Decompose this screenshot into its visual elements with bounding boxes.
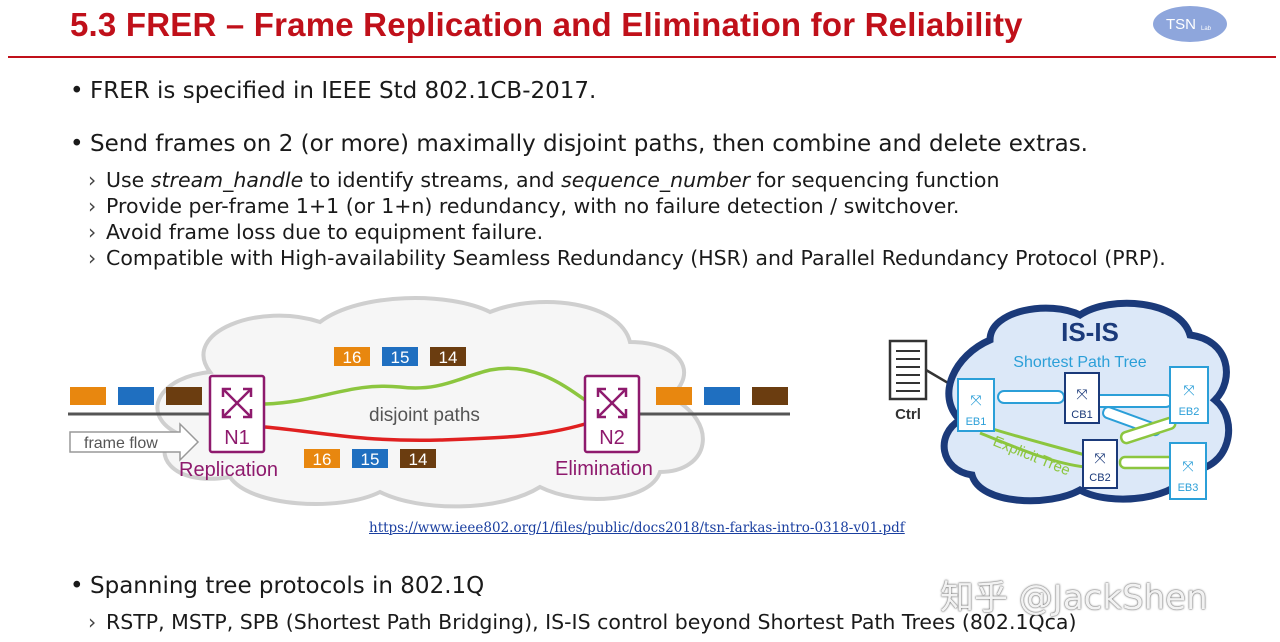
- svg-text:14: 14: [409, 450, 428, 469]
- frer-diagram: frame flow N1 N2 Replication Elimination…: [68, 296, 790, 509]
- svg-text:15: 15: [361, 450, 380, 469]
- elimination-label: Elimination: [555, 458, 653, 480]
- svg-text:CB1: CB1: [1071, 409, 1092, 421]
- spt-subtitle: Shortest Path Tree: [1013, 354, 1147, 371]
- ctrl-server-icon: [888, 339, 961, 401]
- chevron-right-icon: ›: [88, 168, 97, 192]
- frame-flow-arrow: [69, 422, 200, 462]
- switch-icon: [221, 387, 253, 419]
- green-path-frames: 16 15 14: [334, 347, 466, 367]
- title-divider: [8, 56, 1276, 58]
- svg-text:TSN: TSN: [1166, 16, 1196, 33]
- isis-title: IS-IS: [1061, 317, 1119, 347]
- bullet-spanning-tree: •Spanning tree protocols in 802.1Q: [70, 573, 485, 599]
- node-eb2: ⤧ EB2: [1169, 366, 1209, 424]
- svg-text:⤧: ⤧: [1094, 450, 1105, 466]
- svg-text:N1: N1: [224, 427, 250, 449]
- output-frame-orange: [656, 387, 692, 405]
- term-stream-handle: stream_handle: [150, 168, 304, 192]
- svg-text:EB2: EB2: [1179, 406, 1200, 418]
- chevron-right-icon: ›: [88, 610, 97, 634]
- source-link[interactable]: https://www.ieee802.org/1/files/public/d…: [369, 520, 905, 536]
- svg-text:Lab: Lab: [1201, 26, 1212, 32]
- tsn-lab-logo: TSN Lab: [1153, 6, 1227, 42]
- disjoint-paths-label: disjoint paths: [369, 405, 480, 426]
- bullet-frer-standard: •FRER is specified in IEEE Std 802.1CB-2…: [70, 78, 597, 104]
- watermark: 知乎 @JackShen: [940, 578, 1208, 618]
- slide-title: 5.3 FRER – Frame Replication and Elimina…: [70, 6, 1023, 43]
- node-eb3: ⤧ EB3: [1169, 442, 1207, 500]
- svg-text:CB2: CB2: [1089, 472, 1110, 484]
- svg-text:EB1: EB1: [966, 416, 987, 428]
- chevron-right-icon: ›: [88, 220, 97, 244]
- input-frame-blue: [118, 387, 154, 405]
- node-cb1: ⤧ CB1: [1064, 372, 1100, 424]
- chevron-right-icon: ›: [88, 246, 97, 270]
- svg-text:14: 14: [439, 348, 458, 367]
- bullet-disjoint-paths: •Send frames on 2 (or more) maximally di…: [70, 131, 1088, 157]
- ctrl-label: Ctrl: [895, 406, 921, 423]
- red-path-frames: 16 15 14: [304, 449, 436, 469]
- svg-text:⤧: ⤧: [970, 392, 981, 408]
- node-cb2: ⤧ CB2: [1082, 439, 1118, 489]
- svg-text:15: 15: [391, 348, 410, 367]
- node-eb1: ⤧ EB1: [957, 378, 995, 432]
- green-path: [264, 366, 587, 406]
- input-frame-brown: [166, 387, 202, 405]
- node-n2: N2: [583, 374, 641, 454]
- bullet-dot: •: [70, 131, 84, 157]
- replication-label: Replication: [179, 459, 278, 481]
- network-cloud: [155, 296, 705, 509]
- svg-text:16: 16: [343, 348, 362, 367]
- sub-item-spanning-protocols: ›RSTP, MSTP, SPB (Shortest Path Bridging…: [88, 610, 1077, 634]
- switch-icon: [596, 387, 628, 419]
- svg-text:N2: N2: [599, 427, 625, 449]
- output-frame-blue: [704, 387, 740, 405]
- output-frame-brown: [752, 387, 788, 405]
- sub-item-frame-loss: ›Avoid frame loss due to equipment failu…: [88, 220, 544, 244]
- sub-item-compatibility: ›Compatible with High-availability Seaml…: [88, 246, 1166, 270]
- frame-flow-label: frame flow: [84, 435, 158, 452]
- node-n1: N1: [208, 374, 266, 454]
- bullet-dot: •: [70, 573, 84, 599]
- svg-text:16: 16: [313, 450, 332, 469]
- bullet-dot: •: [70, 78, 84, 104]
- svg-text:EB3: EB3: [1178, 482, 1199, 494]
- isis-diagram: Ctrl IS-IS Shortest Path Tree Explicit T…: [888, 299, 1233, 505]
- svg-text:⤧: ⤧: [1183, 382, 1194, 398]
- input-frame-orange: [70, 387, 106, 405]
- sub-item-stream-handle: ›Use stream_handle to identify streams, …: [88, 168, 1000, 192]
- sub-item-redundancy: ›Provide per-frame 1+1 (or 1+n) redundan…: [88, 194, 960, 218]
- term-sequence-number: sequence_number: [561, 168, 751, 192]
- chevron-right-icon: ›: [88, 194, 97, 218]
- svg-text:⤧: ⤧: [1076, 386, 1087, 402]
- svg-text:⤧: ⤧: [1182, 458, 1193, 474]
- red-path: [264, 422, 586, 443]
